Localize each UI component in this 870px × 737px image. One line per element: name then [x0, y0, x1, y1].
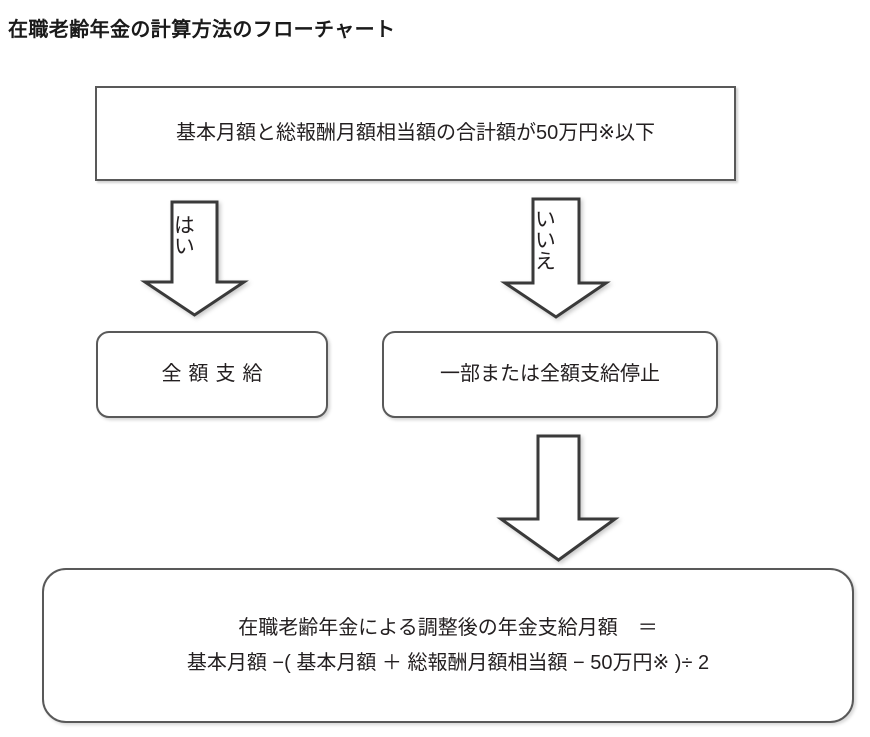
block-arrow-down-icon: [496, 434, 620, 562]
formula-line-2: 基本月額 −( 基本月額 ＋ 総報酬月額相当額 − 50万円※ )÷ 2: [186, 651, 710, 674]
arrow-yes-label: はい: [171, 214, 195, 256]
arrow-to-formula: [496, 434, 656, 562]
condition-box: 基本月額と総報酬月額相当額の合計額が50万円※以下: [95, 86, 736, 181]
block-arrow-down-icon: [140, 200, 249, 317]
arrow-no: いいえ: [500, 197, 611, 319]
outcome-suspension-box: 一部または全額支給停止: [382, 331, 718, 418]
outcome-full-payment-label: 全額支給: [161, 363, 270, 385]
condition-box-label: 基本月額と総報酬月額相当額の合計額が50万円※以下: [175, 122, 655, 144]
outcome-suspension-label: 一部または全額支給停止: [440, 363, 660, 385]
block-arrow-down-icon: [500, 197, 611, 319]
page-title: 在職老齢年金の計算方法のフローチャート: [8, 19, 396, 41]
formula-line-1: 在職老齢年金による調整後の年金支給月額 ＝: [238, 616, 658, 639]
formula-box: 在職老齢年金による調整後の年金支給月額 ＝ 基本月額 −( 基本月額 ＋ 総報酬…: [42, 568, 854, 723]
outcome-full-payment-box: 全額支給: [96, 331, 328, 418]
arrow-no-label: いいえ: [532, 208, 556, 271]
arrow-yes: はい: [140, 200, 249, 317]
